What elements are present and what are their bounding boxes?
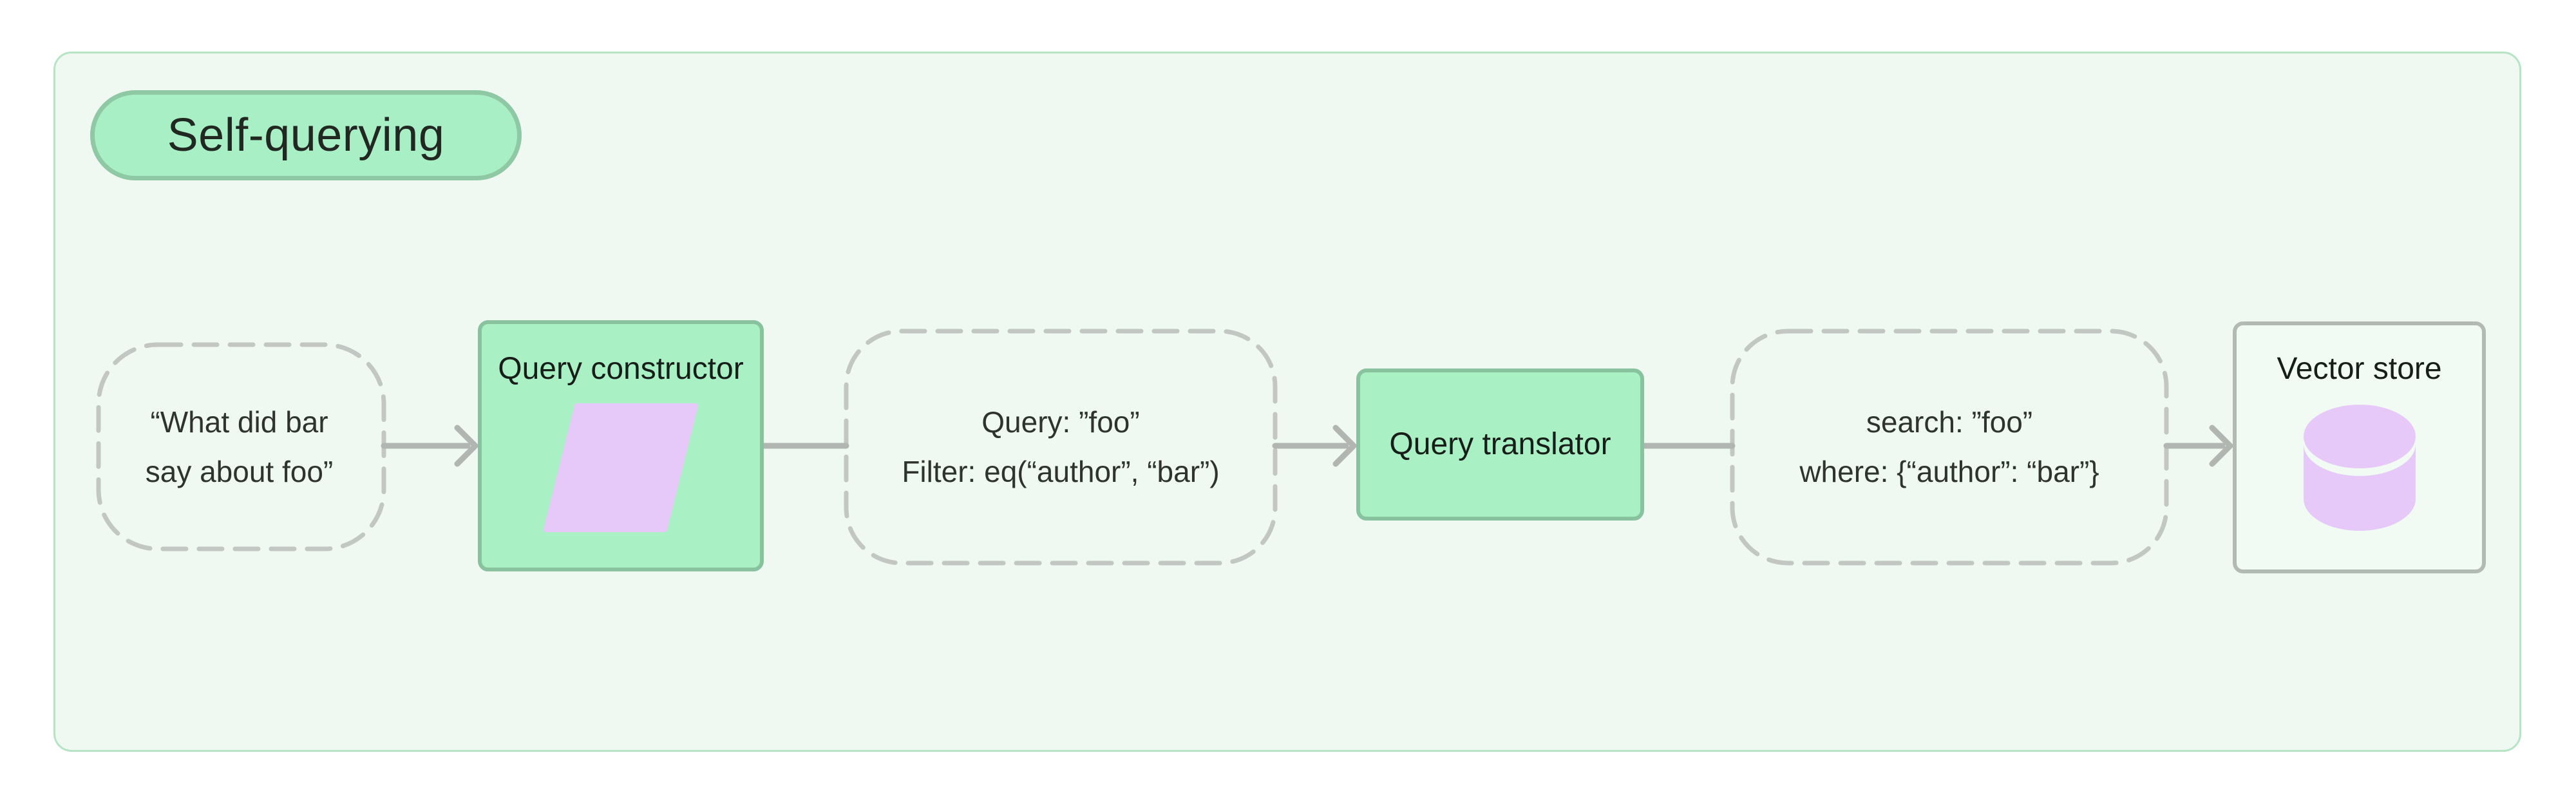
node-user-query-line2: say about foo” bbox=[145, 454, 334, 488]
query-translator-label: Query translator bbox=[1389, 427, 1611, 461]
node-query-translator: Query translator bbox=[1356, 368, 1644, 521]
parallelogram-icon bbox=[544, 403, 698, 532]
node-vector-store: Vector store bbox=[2233, 321, 2486, 573]
connector-arrowhead-1 bbox=[454, 425, 478, 467]
database-cylinder-icon bbox=[2303, 405, 2416, 531]
vector-store-label: Vector store bbox=[2277, 352, 2442, 386]
node-constructed-query: Query: ”foo” Filter: eq(“author”, “bar”) bbox=[846, 331, 1275, 563]
diagram-panel: Self-querying “What did ba bbox=[53, 52, 2521, 752]
diagram-title: Self-querying bbox=[167, 110, 445, 161]
node-translated-query-line2: where: {“author”: “bar”} bbox=[1799, 455, 2099, 488]
node-query-constructor: Query constructor bbox=[478, 320, 764, 571]
node-constructed-query-line1: Query: ”foo” bbox=[981, 405, 1140, 439]
node-user-query: “What did bar say about foo” bbox=[97, 345, 382, 549]
connector-arrowhead-5 bbox=[2209, 425, 2233, 467]
node-translated-query-line1: search: ”foo” bbox=[1866, 405, 2033, 439]
node-constructed-query-line2: Filter: eq(“author”, “bar”) bbox=[902, 455, 1220, 488]
connector-arrowhead-3 bbox=[1332, 425, 1357, 467]
diagram-title-badge: Self-querying bbox=[90, 90, 522, 180]
query-constructor-label: Query constructor bbox=[498, 352, 744, 386]
node-translated-query: search: ”foo” where: {“author”: “bar”} bbox=[1732, 331, 2166, 563]
node-user-query-line1: “What did bar bbox=[150, 405, 328, 439]
